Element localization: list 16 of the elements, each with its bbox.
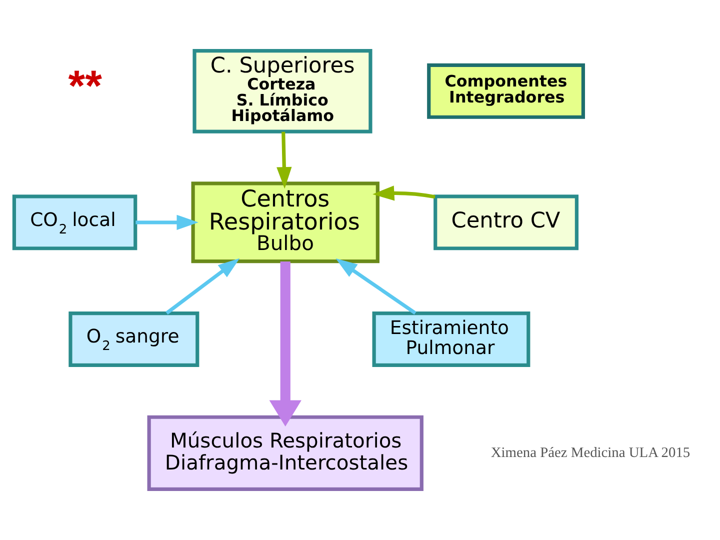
node-box: Centros Respiratorios Bulbo bbox=[191, 182, 380, 264]
node-box: Músculos Respiratorios Diafragma-Intercostales bbox=[147, 415, 424, 492]
arrow bbox=[276, 132, 292, 189]
label: ** bbox=[68, 62, 102, 111]
arrow bbox=[336, 258, 416, 315]
node-box: Centro CV bbox=[434, 194, 578, 250]
label: Ximena Páez Medicina ULA 2015 bbox=[490, 444, 690, 461]
node-box: CO$_{2}$ local bbox=[12, 194, 138, 250]
node-box: C. Superiores Corteza S. Límbico Hipotálamo bbox=[192, 48, 372, 134]
arrow bbox=[372, 186, 436, 201]
node-box: Componentes Integradores bbox=[427, 63, 585, 119]
arrow bbox=[136, 214, 198, 230]
arrow bbox=[269, 262, 302, 427]
node-box: Estiramiento Pulmonar bbox=[372, 311, 530, 367]
arrow bbox=[166, 258, 240, 315]
node-box: O$_{2}$ sangre bbox=[68, 311, 200, 367]
